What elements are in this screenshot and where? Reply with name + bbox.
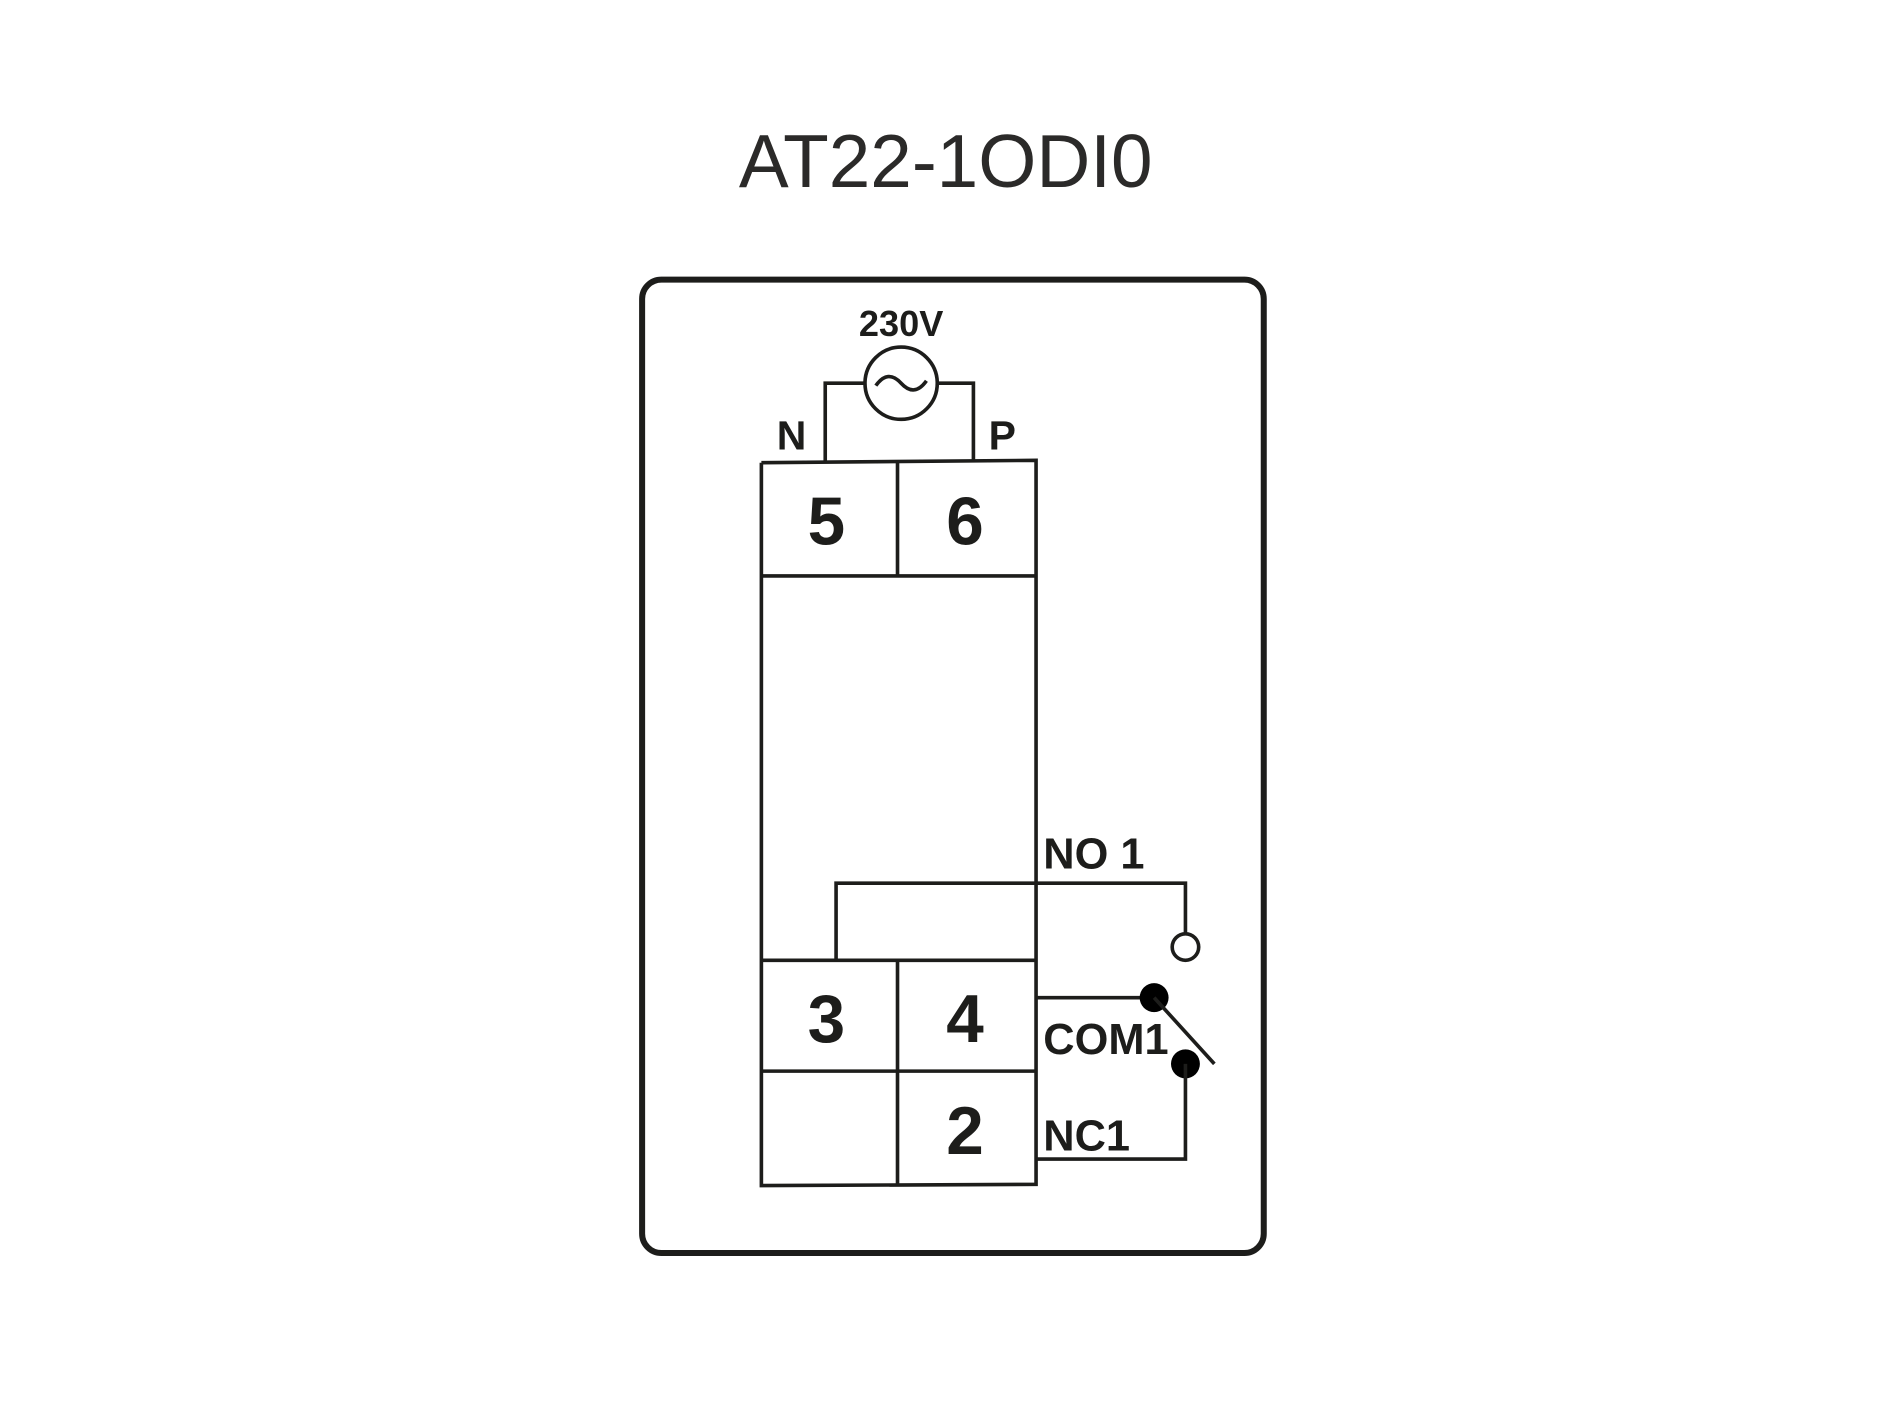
phase-label: P <box>989 412 1016 458</box>
no-label: NO 1 <box>1043 831 1144 879</box>
com-label: COM1 <box>1043 1016 1168 1064</box>
terminal-2: 2 <box>946 1094 984 1169</box>
ac-source-icon <box>863 345 940 422</box>
no-wire <box>834 881 1188 961</box>
neutral-wire <box>823 381 865 462</box>
device-title: AT22-1ODI0 <box>739 119 1153 203</box>
device-frame <box>639 276 1267 1257</box>
switch-blade <box>1152 996 1216 1066</box>
no-contact-icon <box>1170 931 1201 963</box>
nc-label: NC1 <box>1043 1113 1130 1161</box>
phase-wire <box>937 381 976 462</box>
terminal-5: 5 <box>808 485 846 560</box>
terminal-block <box>759 458 1038 1188</box>
neutral-label: N <box>777 412 807 458</box>
nc-wire <box>1036 1063 1188 1161</box>
terminal-4: 4 <box>946 982 984 1057</box>
terminal-3: 3 <box>808 982 846 1057</box>
terminal-6: 6 <box>946 485 984 560</box>
voltage-label: 230V <box>859 303 943 344</box>
